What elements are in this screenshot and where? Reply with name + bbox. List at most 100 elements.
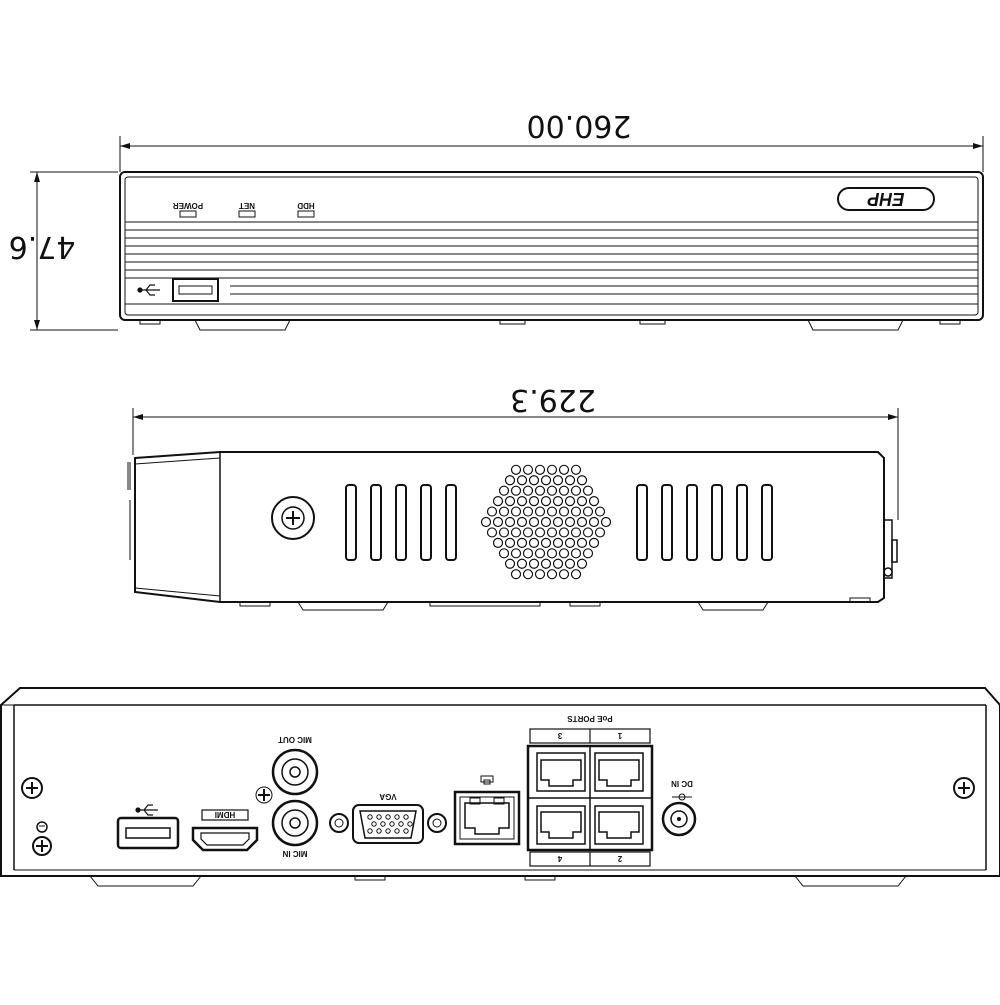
poe-port-2: [594, 805, 644, 845]
fan-hole: [546, 506, 558, 517]
fan-hole: [510, 548, 522, 559]
fan-hole: [546, 485, 558, 496]
fan-hole: [564, 558, 576, 569]
height-dimension-label: 47.6: [9, 229, 76, 264]
poe-header: PoE PORTS: [567, 714, 613, 723]
indicator-hdd: HDD: [297, 201, 315, 218]
fan-hole: [522, 485, 534, 496]
network-icon: [480, 775, 494, 785]
side-view: 229.3: [127, 382, 899, 611]
fan-hole: [546, 569, 558, 580]
vga-pin: [367, 814, 373, 820]
fan-hole: [594, 527, 606, 538]
fan-hole: [552, 516, 564, 528]
fan-hole: [516, 558, 528, 569]
hdmi-label: HDMI: [215, 810, 235, 819]
vent-slots-right: [636, 484, 773, 561]
fan-hole: [570, 485, 582, 496]
fan-hole: [576, 475, 588, 486]
fan-hole: [588, 496, 600, 507]
mic-out-label: MIC OUT: [278, 735, 312, 744]
poe-number-2: 2: [617, 854, 622, 863]
hdmi-port: HDMI: [191, 809, 259, 852]
fan-hole: [504, 475, 516, 486]
mic-out-jack: MIC OUT: [271, 735, 319, 796]
rear-screw-left-icon: [21, 777, 43, 799]
fan-hole: [570, 464, 582, 475]
fan-hole: [492, 496, 504, 507]
fan-hole: [540, 496, 552, 507]
fan-hole: [582, 485, 594, 496]
fan-hole: [564, 496, 576, 507]
hdd-led: [297, 210, 315, 218]
fan-hole: [492, 537, 504, 548]
side-body: [134, 451, 885, 603]
fan-hole: [558, 548, 570, 559]
height-dimension: 47.6: [9, 171, 118, 331]
fan-hole: [504, 537, 516, 548]
indicator-net: NET: [238, 201, 256, 218]
mic-in-label: MIC IN: [282, 849, 307, 858]
fan-hole: [546, 548, 558, 559]
fan-hole: [552, 558, 564, 569]
rear-body: [0, 687, 1000, 877]
width-dimension: 260.00: [119, 108, 984, 172]
fan-grille: [480, 464, 612, 580]
fan-hole: [498, 548, 510, 559]
fan-hole: [504, 558, 516, 569]
fan-hole: [576, 496, 588, 507]
fan-hole: [570, 527, 582, 538]
power-led: [179, 210, 197, 218]
fan-hole: [522, 548, 534, 559]
poe-port-4: [536, 805, 586, 845]
vga-pin: [380, 821, 386, 827]
fan-hole: [522, 569, 534, 580]
fan-hole: [510, 527, 522, 538]
fan-hole: [504, 516, 516, 528]
fan-hole: [534, 569, 546, 580]
fan-hole: [558, 464, 570, 475]
vga-pin: [367, 828, 373, 834]
front-panel-body: [119, 171, 984, 321]
rear-usb-icon: [135, 804, 158, 816]
fan-hole: [582, 506, 594, 517]
poe-port-3: [536, 752, 586, 792]
fan-hole: [498, 527, 510, 538]
vga-label: VGA: [379, 792, 397, 801]
fan-hole: [516, 537, 528, 548]
vga-pin: [394, 828, 400, 834]
plus-icon: [255, 786, 273, 804]
fan-hole: [486, 506, 498, 517]
vga-pin: [376, 828, 382, 834]
poe-port-1: [594, 752, 644, 792]
fan-hole: [552, 496, 564, 507]
dc-polarity-icon: [672, 793, 692, 801]
fan-hole: [492, 516, 504, 528]
depth-dimension: 229.3: [132, 382, 899, 520]
vga-pin: [389, 821, 395, 827]
front-usb-port: [137, 278, 219, 302]
fan-hole: [510, 506, 522, 517]
fan-hole: [558, 485, 570, 496]
rear-feet: [89, 875, 907, 887]
front-feet: [139, 319, 961, 331]
fan-hole: [534, 527, 546, 538]
vent-slots-left: [345, 484, 457, 561]
logo-text: EHP: [867, 189, 905, 209]
ground-screw-icon: [32, 821, 52, 856]
rear-usb-port: [116, 804, 180, 850]
fan-hole: [594, 506, 606, 517]
hdd-label: HDD: [297, 201, 315, 210]
vga-pin: [376, 814, 382, 820]
fan-hole: [534, 464, 546, 475]
fan-hole: [504, 496, 516, 507]
fan-hole: [552, 537, 564, 548]
fan-hole: [522, 527, 534, 538]
fan-hole: [528, 516, 540, 528]
fan-hole: [576, 537, 588, 548]
power-label: POWER: [173, 201, 203, 210]
fan-hole: [540, 558, 552, 569]
vga-pin: [394, 814, 400, 820]
depth-dimension-label: 229.3: [510, 382, 596, 417]
